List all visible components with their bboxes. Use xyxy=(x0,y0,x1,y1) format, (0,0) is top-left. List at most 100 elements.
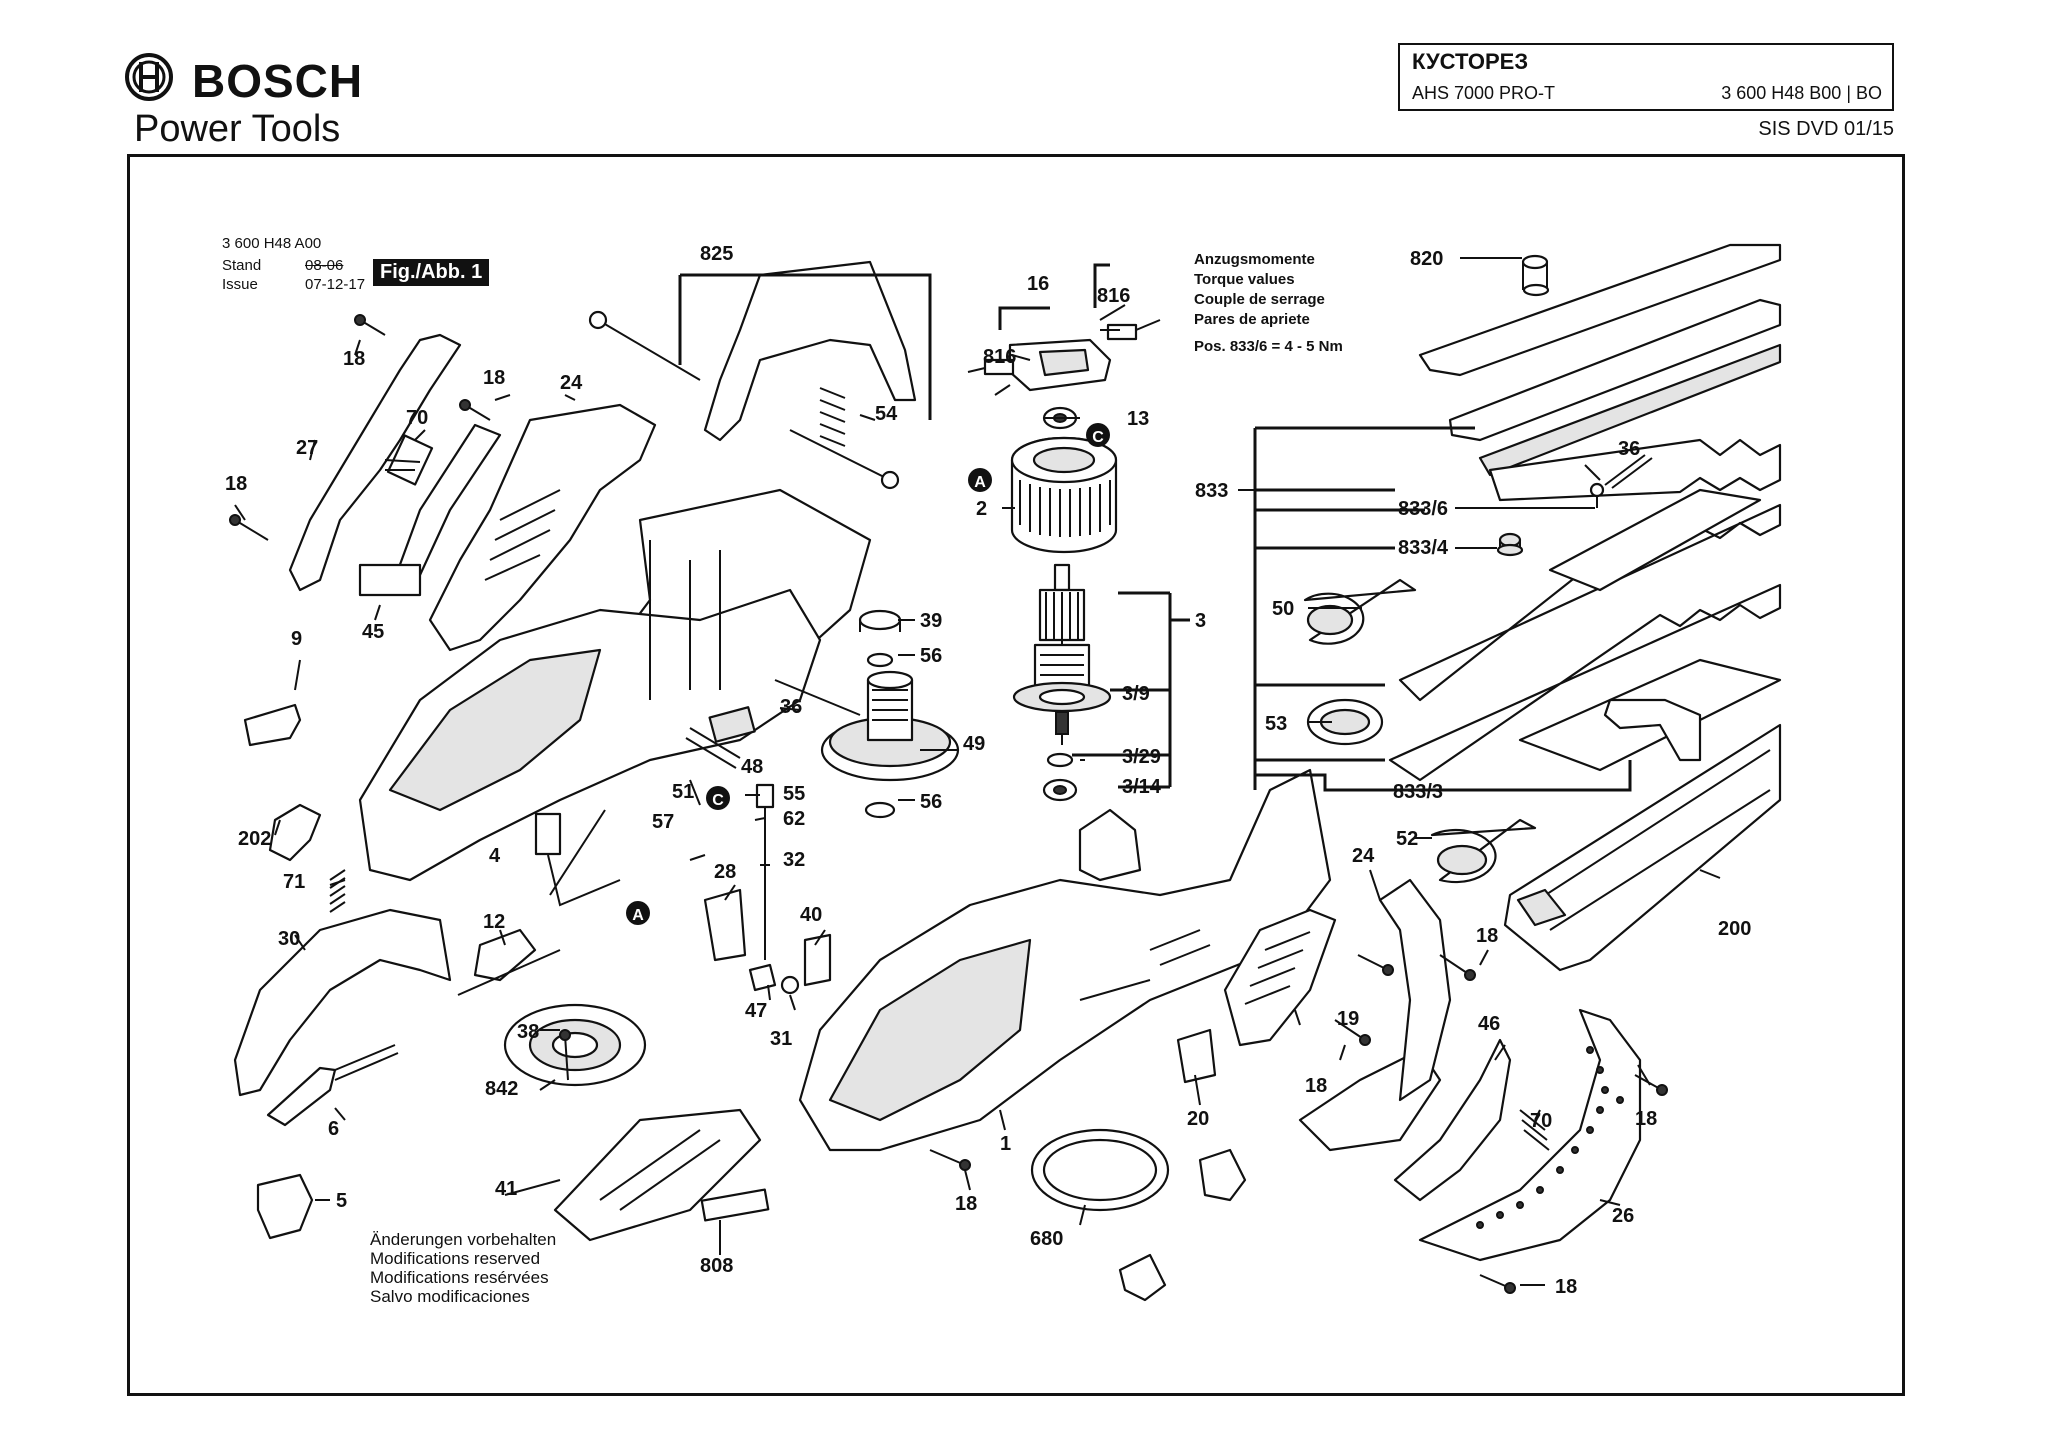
washer-56 xyxy=(866,652,894,668)
switch-lever-825 xyxy=(703,260,917,442)
part-label: 51 xyxy=(672,781,694,803)
part-label: 12 xyxy=(483,911,505,933)
part-label: 27 xyxy=(296,437,318,459)
callout-a-icon: A xyxy=(968,468,992,492)
part-label: 1 xyxy=(1000,1133,1011,1155)
vent-cover-24 xyxy=(1223,908,1337,1047)
stand-value: 08-06 xyxy=(305,257,344,274)
part-label: 40 xyxy=(800,904,822,926)
part-label: 55 xyxy=(783,783,805,805)
handle-half-27 xyxy=(288,333,462,592)
part-label: 833/4 xyxy=(1398,537,1449,559)
part-label: 4 xyxy=(489,845,501,867)
part-label: 39 xyxy=(920,610,942,632)
plate-48 xyxy=(708,706,756,743)
svg-text:A: A xyxy=(974,474,986,491)
part-code: 3 600 H48 B00 | BO xyxy=(1721,83,1882,103)
brand-subtitle: Power Tools xyxy=(134,108,341,150)
plug-5 xyxy=(256,1173,314,1240)
part-label: 5 xyxy=(336,1190,347,1212)
part-label: 18 xyxy=(1305,1075,1327,1097)
part-label: 45 xyxy=(362,621,384,643)
part-label: 808 xyxy=(700,1255,733,1277)
label-808 xyxy=(700,1188,770,1222)
part-label: 24 xyxy=(560,372,583,394)
part-label: 32 xyxy=(783,849,805,871)
part-label: 62 xyxy=(783,808,805,830)
modifications-note: Modifications resérvées xyxy=(370,1268,549,1287)
pin-36 xyxy=(774,679,861,716)
part-label: 13 xyxy=(1127,408,1149,430)
part-label: 70 xyxy=(1530,1110,1552,1132)
part-label: 26 xyxy=(1612,1205,1634,1227)
part-label: 50 xyxy=(1272,598,1294,620)
stand-label: Stand xyxy=(222,257,262,274)
cable-connector xyxy=(1198,1148,1247,1202)
torque-line: Couple de serrage xyxy=(1194,291,1325,308)
part-label: 36 xyxy=(780,696,802,718)
doc-code: 3 600 H48 A00 xyxy=(222,235,322,252)
part-label: 825 xyxy=(700,243,733,265)
torque-line: Pares de apriete xyxy=(1194,311,1310,328)
handle-30 xyxy=(233,908,452,1097)
part-label: 842 xyxy=(485,1078,518,1100)
clip-28 xyxy=(703,888,747,962)
bracket-3 xyxy=(1072,591,1190,789)
slider-833-3 xyxy=(1603,698,1702,762)
part-label: 41 xyxy=(495,1178,517,1200)
part-label: 18 xyxy=(955,1193,977,1215)
part-label: 20 xyxy=(1187,1108,1209,1130)
part-label: 833/3 xyxy=(1393,781,1443,803)
gear-49 xyxy=(820,670,960,782)
part-label: 833 xyxy=(1195,480,1228,502)
part-label: 18 xyxy=(343,348,365,370)
spring-71 xyxy=(329,869,346,913)
part-label: 3/9 xyxy=(1122,683,1150,705)
figure-badge: Fig./Abb. 1 xyxy=(373,259,490,286)
diagram-frame xyxy=(127,154,1905,1396)
plate-52 xyxy=(1430,818,1537,884)
trigger-202 xyxy=(268,803,322,862)
armature-3 xyxy=(1012,563,1112,745)
bracket-12 xyxy=(473,928,537,982)
housing-half-1-left xyxy=(358,540,822,882)
part-label: 52 xyxy=(1396,828,1418,850)
part-label: 816 xyxy=(983,346,1016,368)
modifications-note: Salvo modificaciones xyxy=(370,1287,530,1306)
part-label: 16 xyxy=(1027,273,1049,295)
title-block: КУСТОРЕЗ AHS 7000 PRO-T 3 600 H48 B00 | … xyxy=(1398,43,1894,111)
callout-a-icon: A xyxy=(626,901,650,925)
model-number: AHS 7000 PRO-T xyxy=(1412,83,1556,103)
housing-half-1-right xyxy=(798,768,1332,1152)
blade-guard-200 xyxy=(1503,723,1782,972)
label-20 xyxy=(1176,1028,1217,1084)
part-label: 18 xyxy=(1555,1276,1577,1298)
guard-26 xyxy=(1418,1008,1642,1262)
part-label: 2 xyxy=(976,498,987,520)
modifications-note: Modifications reserved xyxy=(370,1249,541,1268)
svg-text:C: C xyxy=(712,792,724,809)
part-label: 30 xyxy=(278,928,300,950)
part-label: 3/29 xyxy=(1122,746,1161,768)
clamp-47 xyxy=(748,963,777,992)
stator-2 xyxy=(1010,436,1118,554)
handle-guard-right xyxy=(1378,878,1452,1102)
torque-line: Anzugsmomente xyxy=(1194,251,1315,268)
brand-name: BOSCH xyxy=(192,55,364,107)
bracket-833 xyxy=(1253,426,1632,792)
bracket-825 xyxy=(678,273,932,420)
torque-value: Pos. 833/6 = 4 - 5 Nm xyxy=(1194,338,1343,355)
part-label: 70 xyxy=(406,407,428,429)
part-label: 28 xyxy=(714,861,736,883)
part-label: 6 xyxy=(328,1118,339,1140)
switch-4 xyxy=(534,812,562,856)
part-label: 47 xyxy=(745,1000,767,1022)
part-label: 200 xyxy=(1718,918,1751,940)
part-label: 53 xyxy=(1265,713,1287,735)
part-label: 31 xyxy=(770,1028,792,1050)
brush-holder-16 xyxy=(967,319,1161,392)
part-label: 202 xyxy=(238,828,271,850)
base-plate-41 xyxy=(553,1108,762,1242)
part-label: 19 xyxy=(1337,1008,1359,1030)
washer-56 xyxy=(864,801,896,819)
